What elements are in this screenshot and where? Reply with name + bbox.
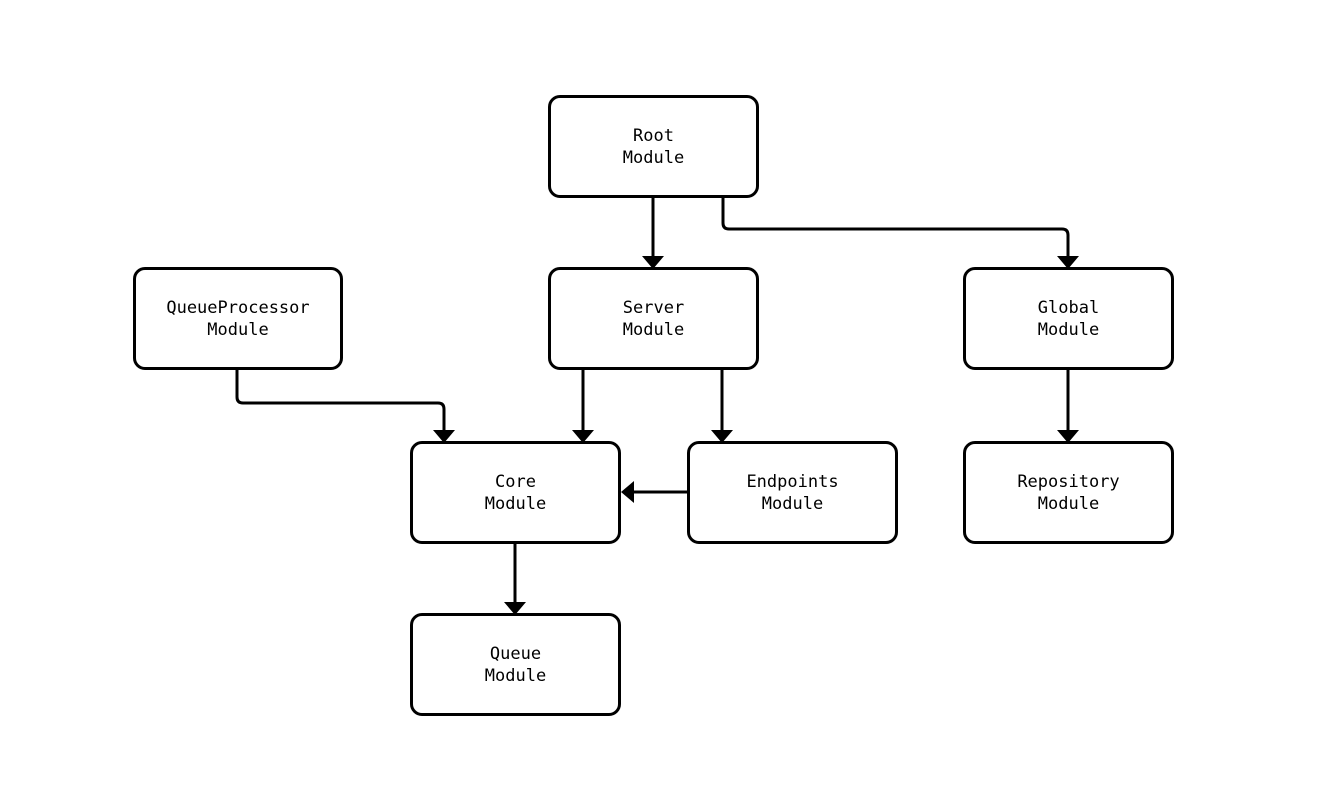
- node-server-subtitle: Module: [622, 319, 685, 340]
- node-repository-subtitle: Module: [1037, 493, 1100, 514]
- arrowhead-server-to-core: [572, 430, 594, 443]
- arrowhead-root-to-global: [1057, 256, 1079, 269]
- node-server-title: Server: [622, 297, 685, 318]
- node-queueprocessor-title: QueueProcessor: [166, 297, 310, 318]
- node-core-title: Core: [495, 471, 536, 492]
- arrowhead-core-to-queue: [504, 602, 526, 615]
- arrowhead-root-to-server: [642, 256, 664, 269]
- arrowhead-global-to-repository: [1057, 430, 1079, 443]
- node-queueprocessor-subtitle: Module: [207, 319, 269, 340]
- node-root-subtitle: Module: [622, 147, 685, 168]
- arrowhead-queueprocessor-to-core: [433, 430, 455, 443]
- edge-queueprocessor-to-core: [235, 370, 446, 430]
- node-root-title: Root: [633, 125, 674, 146]
- node-global-subtitle: Module: [1037, 319, 1100, 340]
- arrowhead-endpoints-to-core: [621, 481, 634, 503]
- node-global-title: Global: [1037, 297, 1100, 318]
- node-endpoints-title: Endpoints: [746, 471, 839, 492]
- edges-group: [235, 198, 1079, 615]
- node-core-subtitle: Module: [484, 493, 547, 514]
- node-repository-title: Repository: [1017, 471, 1120, 492]
- node-queue-title: Queue: [489, 643, 542, 664]
- edge-root-to-global: [721, 198, 1070, 256]
- node-queue-subtitle: Module: [484, 665, 547, 686]
- node-endpoints-subtitle: Module: [761, 493, 824, 514]
- arrowhead-server-to-endpoints: [711, 430, 733, 443]
